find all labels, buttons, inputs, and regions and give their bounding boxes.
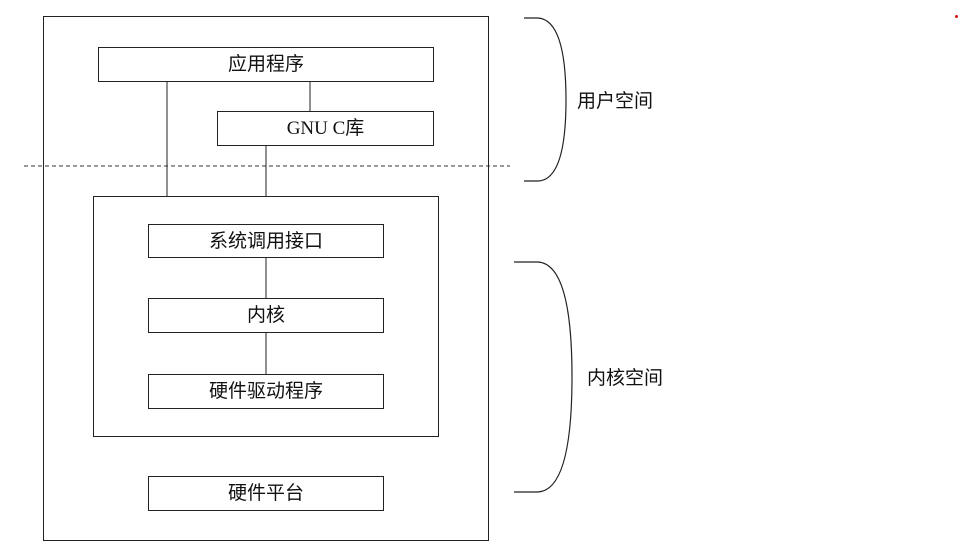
glibc-label: GNU C库 [286, 118, 365, 139]
hardware-driver-box: 硬件驱动程序 [148, 374, 384, 409]
red-dot-marker [955, 15, 958, 18]
outer-frame [43, 16, 489, 541]
hardware-platform-label: 硬件平台 [227, 482, 304, 504]
application-label: 应用程序 [227, 53, 304, 75]
kernel-box: 内核 [148, 298, 384, 333]
application-box: 应用程序 [98, 47, 434, 82]
user-space-label: 用户空间 [577, 90, 654, 112]
kernel-space-label: 内核空间 [587, 367, 664, 389]
kernel-label: 内核 [246, 304, 285, 326]
glibc-box: GNU C库 [217, 111, 434, 146]
kernel-space-brace [514, 261, 573, 493]
user-space-brace [524, 17, 567, 182]
syscall-interface-label: 系统调用接口 [208, 229, 323, 252]
syscall-interface-box: 系统调用接口 [148, 224, 384, 258]
hardware-platform-box: 硬件平台 [148, 476, 384, 511]
kernel-frame [93, 196, 439, 437]
hardware-driver-label: 硬件驱动程序 [208, 380, 323, 402]
